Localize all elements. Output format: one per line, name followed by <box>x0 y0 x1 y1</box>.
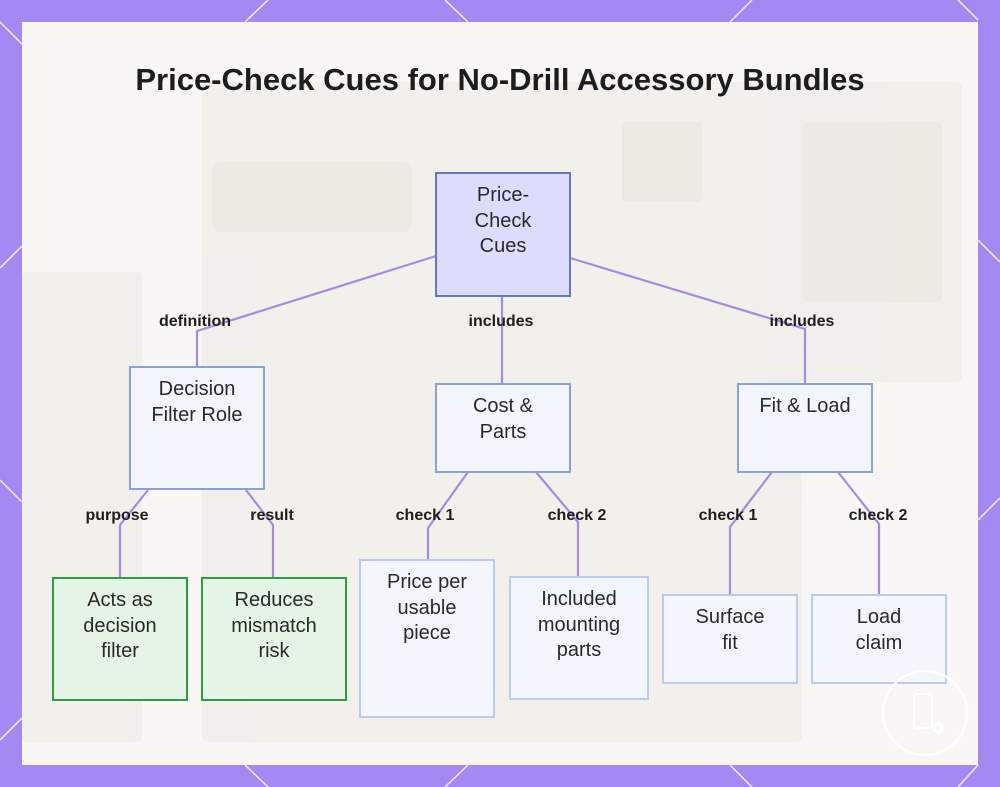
node-label: Price-Check Cues <box>474 184 532 257</box>
edge-label-includes: includes <box>769 313 835 330</box>
node-load-claim[interactable]: Load claim <box>811 594 947 684</box>
node-label: Included mounting parts <box>537 588 621 661</box>
edge-definition <box>195 254 437 366</box>
edge-label-check-1: check 1 <box>395 507 455 524</box>
edge-label-result: result <box>250 507 294 524</box>
node-cost-and-parts[interactable]: Cost & Parts <box>435 383 571 473</box>
node-label: Reduces mismatch risk <box>231 589 317 662</box>
node-label: Fit & Load <box>759 395 851 417</box>
node-decision-filter-role[interactable]: Decision Filter Role <box>129 366 265 490</box>
edge-check1-fit <box>728 471 773 594</box>
edge-result <box>245 489 275 577</box>
edge-label-purpose: purpose <box>85 507 149 524</box>
node-fit-and-load[interactable]: Fit & Load <box>737 383 873 473</box>
edge-check2-cost <box>535 471 580 576</box>
node-surface-fit[interactable]: Surface fit <box>662 594 798 684</box>
edge-label-check-1: check 1 <box>698 507 758 524</box>
node-acts-as-decision-filter[interactable]: Acts as decision filter <box>52 577 188 701</box>
node-label: Surface fit <box>695 606 765 654</box>
node-reduces-mismatch-risk[interactable]: Reduces mismatch risk <box>201 577 347 701</box>
edge-check1-cost <box>426 471 469 559</box>
watermark-badge-icon <box>881 669 969 757</box>
edge-purpose <box>118 489 149 577</box>
diagram-title: Price-Check Cues for No-Drill Accessory … <box>135 62 865 97</box>
edge-label-includes: includes <box>468 313 534 330</box>
edge-label-check-2: check 2 <box>848 507 908 524</box>
node-label: Cost & Parts <box>472 395 534 443</box>
node-label: Decision Filter Role <box>151 378 243 426</box>
edge-check2-fit <box>837 471 881 594</box>
node-label: Price per usable piece <box>386 571 468 644</box>
node-included-mounting-parts[interactable]: Included mounting parts <box>509 576 649 700</box>
edge-label-check-2: check 2 <box>547 507 607 524</box>
node-price-per-usable-piece[interactable]: Price per usable piece <box>359 559 495 718</box>
edge-includes-fit <box>569 256 807 383</box>
node-label: Acts as decision filter <box>83 589 157 662</box>
node-price-check-cues[interactable]: Price-Check Cues <box>435 172 571 297</box>
edge-label-definition: definition <box>159 313 231 330</box>
node-label: Load claim <box>855 606 903 654</box>
